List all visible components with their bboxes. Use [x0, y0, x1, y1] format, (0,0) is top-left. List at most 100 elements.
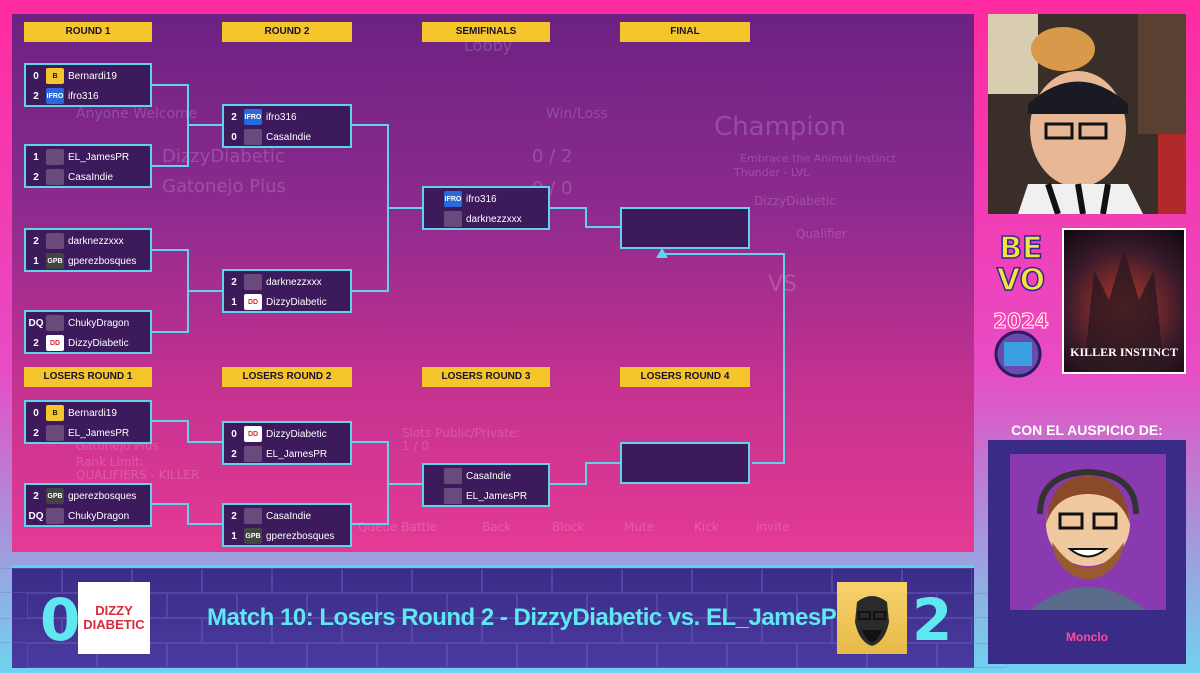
- logo-line1: DIZZY: [95, 603, 133, 618]
- ghost-record1: 0 / 2: [532, 146, 573, 167]
- brick-decoration: [342, 568, 412, 593]
- brick-decoration: [342, 618, 412, 643]
- player-slot[interactable]: darknezzxxx: [424, 209, 548, 229]
- player-score: 2: [231, 111, 237, 123]
- ghost-thunder: Thunder - LVL: [734, 166, 810, 179]
- logo-line2: DIABETIC: [83, 617, 145, 632]
- scoreboard-bar: 0 DIZZY DIABETIC Match 10: Losers Round …: [0, 565, 1007, 668]
- player-name: ChukyDragon: [68, 510, 130, 522]
- brick-decoration: [272, 568, 342, 593]
- brick-decoration: [727, 593, 797, 618]
- player-name: EL_JamesPR: [466, 490, 528, 502]
- brick-decoration: [692, 568, 762, 593]
- brick-decoration: [447, 593, 517, 618]
- player-slot[interactable]: CasaIndie: [424, 466, 548, 486]
- player-name: ChukyDragon: [68, 317, 130, 329]
- player-name: CasaIndie: [68, 171, 114, 183]
- match-semifinal[interactable]: IFRO ifro316 darknezzxxx: [422, 186, 550, 230]
- brick-decoration: [27, 643, 97, 668]
- player-avatar-icon: [244, 508, 262, 524]
- player-avatar-icon: DD: [244, 426, 262, 442]
- player-name: darknezzxxx: [68, 235, 124, 247]
- player-name: DizzyDiabetic: [266, 428, 327, 440]
- brick-decoration: [202, 618, 272, 643]
- brick-decoration: [237, 643, 307, 668]
- player-score: 0: [231, 131, 237, 143]
- event-line1: BE: [999, 231, 1042, 266]
- dizzy-diabetic-logo: DIZZY DIABETIC: [78, 582, 150, 654]
- player-name: EL_JamesPR: [68, 427, 130, 439]
- player-avatar-icon: IFRO: [244, 109, 262, 125]
- player-slot[interactable]: 0 DD DizzyDiabetic: [224, 424, 348, 444]
- round-label-losers-4: LOSERS ROUND 4: [620, 367, 750, 387]
- ghost-tagline: Embrace the Animal Instinct: [740, 152, 896, 165]
- player-avatar-icon: [244, 129, 262, 145]
- player-score: 2: [231, 448, 237, 460]
- ghost-champion: Champion: [714, 112, 847, 142]
- player-avatar-icon: IFRO: [444, 191, 462, 207]
- player-slot[interactable]: IFRO ifro316: [424, 189, 548, 209]
- player-avatar-icon: GPB: [244, 528, 262, 544]
- brick-decoration: [132, 568, 202, 593]
- brick-decoration: [552, 618, 622, 643]
- player-score: 0: [231, 428, 237, 440]
- brick-decoration: [272, 618, 342, 643]
- player-score: 1: [33, 151, 39, 163]
- player-name: ifro316: [466, 193, 497, 205]
- ghost-handle: DizzyDiabetic: [754, 194, 836, 208]
- brick-decoration: [412, 618, 482, 643]
- brick-decoration: [237, 593, 307, 618]
- player-slot[interactable]: EL_JamesPR: [424, 486, 548, 506]
- round-label-1: ROUND 1: [24, 22, 152, 42]
- brick-decoration: [587, 643, 657, 668]
- round-label-final: FINAL: [620, 22, 750, 42]
- match-losers4-empty[interactable]: [620, 442, 750, 484]
- brick-decoration: [0, 568, 62, 593]
- brick-decoration: [517, 593, 587, 618]
- player-avatar-icon: [244, 446, 262, 462]
- webcam-feed: [988, 14, 1186, 214]
- player-score: 2: [33, 90, 39, 102]
- player-name: EL_JamesPR: [68, 151, 130, 163]
- match-final-empty[interactable]: [620, 207, 750, 249]
- ghost-back: Back: [482, 520, 512, 534]
- ghost-winloss: Win/Loss: [546, 106, 608, 122]
- ghost-vs: VS: [768, 272, 798, 297]
- ghost-slots-value: 1 / 0: [402, 439, 429, 453]
- ghost-player2: Gatonejo Plus: [162, 176, 286, 197]
- brick-decoration: [167, 593, 237, 618]
- player-slot[interactable]: 1 EL_JamesPR: [26, 147, 150, 167]
- player-name: DizzyDiabetic: [266, 296, 327, 308]
- brick-decoration: [0, 618, 62, 643]
- brick-decoration: [692, 618, 762, 643]
